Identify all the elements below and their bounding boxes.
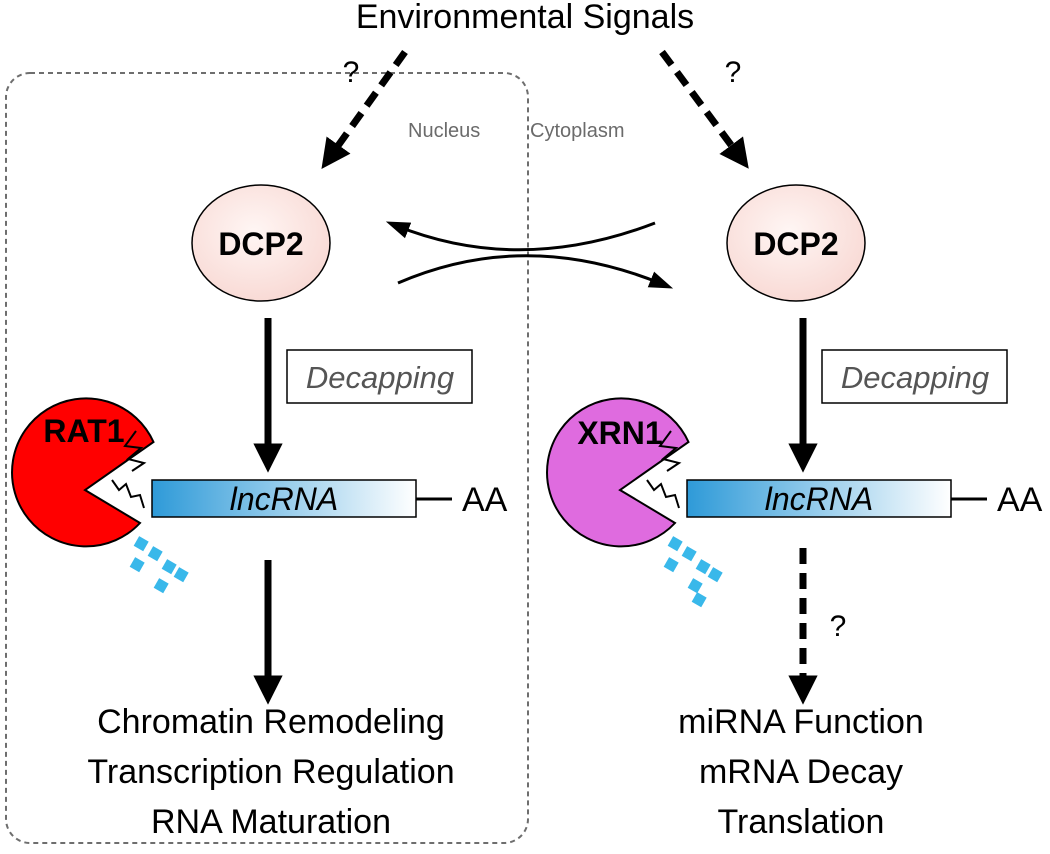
rat1-label: RAT1 xyxy=(43,413,124,449)
nucleus-label: Nucleus xyxy=(408,120,480,142)
cytoplasm-label: Cytoplasm xyxy=(530,120,624,142)
cytoplasm-outcome-3: Translation xyxy=(718,803,885,841)
signal-arrow-nucleus xyxy=(321,49,408,169)
nucleus-outcome-1: Chromatin Remodeling xyxy=(97,703,445,741)
nucleus-compartment xyxy=(5,72,529,844)
decapping-label-nucleus: Decapping xyxy=(306,360,454,395)
dcp2-nucleus-label: DCP2 xyxy=(218,226,303,262)
xrn1-teeth-upper xyxy=(658,430,682,472)
shuttle-arrow-to-cytoplasm xyxy=(397,254,674,289)
lncrna-bar-nucleus xyxy=(151,479,417,518)
nucleus-outcome-2: Transcription Regulation xyxy=(87,753,454,791)
lncrna-bar-cytoplasm xyxy=(686,479,952,518)
rna-fragments-cytoplasm xyxy=(663,536,723,608)
rat1-teeth-upper xyxy=(123,430,147,472)
dcp2-nucleus-node xyxy=(191,184,331,302)
decapping-box-nucleus xyxy=(286,349,473,404)
rna-fragments-nucleus xyxy=(129,536,189,594)
cytoplasm-outcome-1: miRNA Function xyxy=(678,703,924,741)
polya-label-cytoplasm: AA xyxy=(997,481,1043,519)
shuttle-arrow-to-nucleus xyxy=(385,221,656,252)
diagram-title: Environmental Signals xyxy=(356,0,694,36)
xrn1-teeth-lower xyxy=(646,479,680,509)
signal-unknown-right: ? xyxy=(725,56,742,89)
nucleus-outcome-3: RNA Maturation xyxy=(151,803,391,841)
lncrna-label-cytoplasm: lncRNA xyxy=(765,481,873,517)
signal-arrow-cytoplasm xyxy=(659,49,749,169)
xrn1-label: XRN1 xyxy=(577,415,662,451)
polya-label-nucleus: AA xyxy=(462,481,508,519)
signal-unknown-left: ? xyxy=(343,56,360,89)
function-unknown-cytoplasm: ? xyxy=(830,610,847,643)
rat1-teeth-lower xyxy=(111,479,145,509)
xrn1-exonuclease xyxy=(546,397,690,548)
dcp2-cytoplasm-label: DCP2 xyxy=(753,226,838,262)
lncrna-label-nucleus: lncRNA xyxy=(230,481,338,517)
cytoplasm-outcome-2: mRNA Decay xyxy=(699,753,903,791)
rat1-exonuclease xyxy=(11,397,155,548)
decapping-label-cytoplasm: Decapping xyxy=(841,360,989,395)
dcp2-cytoplasm-node xyxy=(726,184,866,302)
decapping-box-cytoplasm xyxy=(821,349,1008,404)
